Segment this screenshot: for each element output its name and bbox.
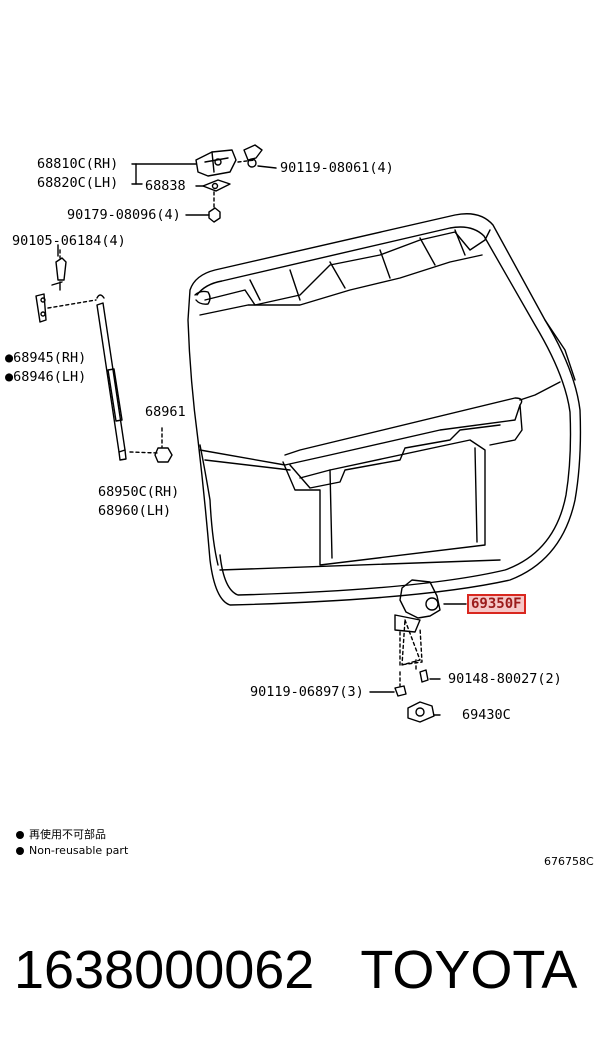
- back-door-stay: [96, 294, 173, 463]
- bullet-icon: [16, 831, 24, 839]
- legend-non-reusable-en: Non-reusable part: [16, 844, 128, 857]
- label-68810c: 68810C(RH): [37, 156, 119, 172]
- part-number: 1638000062: [14, 940, 315, 1000]
- label-68961: 68961: [145, 404, 186, 420]
- label-69430c: 69430C: [462, 707, 511, 723]
- back-door-lock: [394, 579, 441, 723]
- label-90105-06184: 90105-06184(4): [12, 233, 126, 249]
- label-90119-08061: 90119-08061(4): [280, 160, 394, 176]
- legend-non-reusable-cn: 再使用不可部品: [16, 826, 106, 842]
- label-68946: ●68946(LH): [5, 369, 87, 385]
- leader-lines: [57, 163, 467, 716]
- label-68960: 68960(LH): [98, 503, 172, 519]
- footer: 1638000062 TOYOTA: [14, 938, 594, 1002]
- bullet-icon: [16, 847, 24, 855]
- hinge-assembly: [195, 144, 263, 223]
- label-68838: 68838: [145, 178, 186, 194]
- label-69350f-highlighted[interactable]: 69350F: [467, 594, 526, 614]
- label-90179-08096: 90179-08096(4): [67, 207, 181, 223]
- label-90119-06897: 90119-06897(3): [250, 684, 364, 700]
- label-68945: ●68945(RH): [5, 350, 87, 366]
- back-door-panel: [187, 213, 582, 606]
- label-68820c: 68820C(LH): [37, 175, 119, 191]
- label-68950c: 68950C(RH): [98, 484, 180, 500]
- stay-bracket: [35, 249, 97, 323]
- brand-name: TOYOTA: [360, 940, 578, 1000]
- label-90148-80027: 90148-80027(2): [448, 671, 562, 687]
- figure-code: 676758C: [544, 855, 594, 868]
